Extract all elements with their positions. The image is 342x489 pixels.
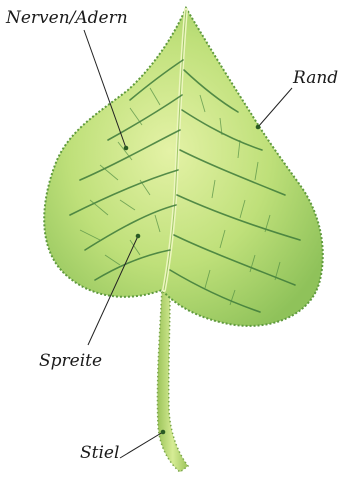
leader-edge <box>258 88 292 127</box>
label-blade: Spreite <box>39 353 102 370</box>
leaf-stalk <box>157 288 188 472</box>
label-stalk: Stiel <box>80 445 119 462</box>
leader-stalk <box>120 432 163 458</box>
label-edge: Rand <box>293 70 338 87</box>
label-nerves: Nerven/Adern <box>6 10 128 27</box>
